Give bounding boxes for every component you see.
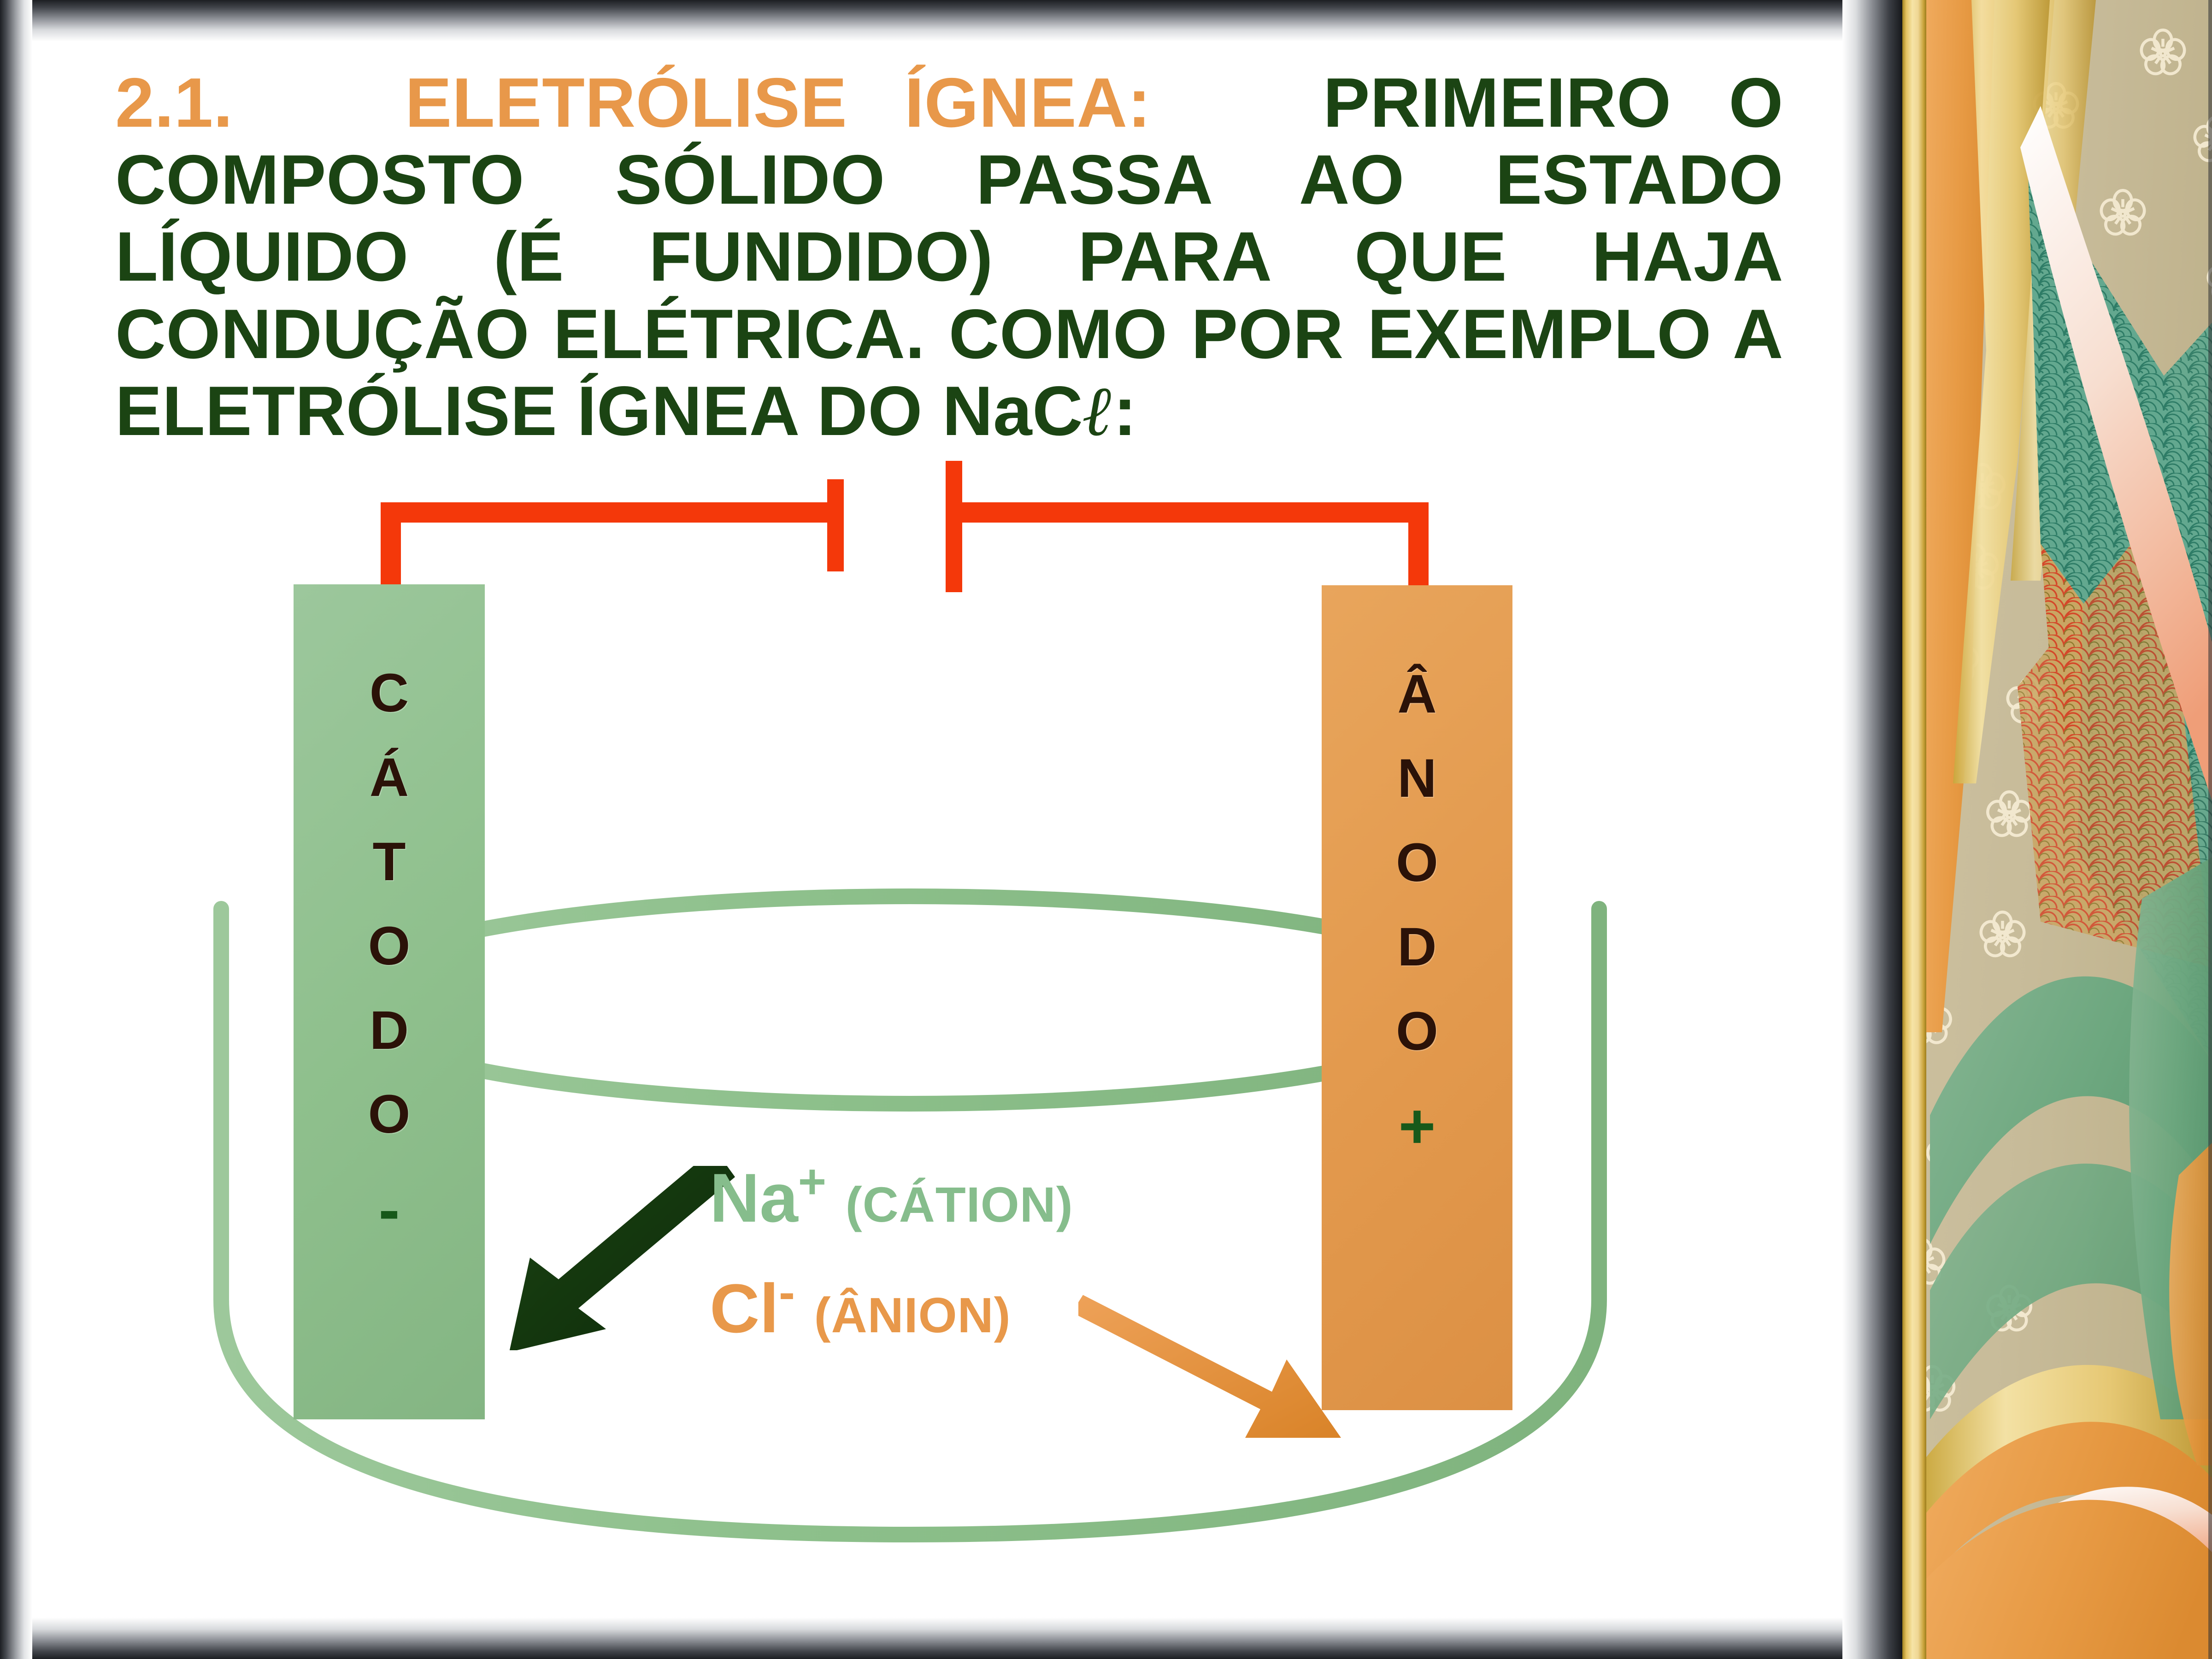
title-keyword: ELETRÓLISE ÍGNEA: bbox=[405, 64, 1151, 142]
cathode-letter: O bbox=[368, 915, 411, 977]
anion-migration-arrow-icon bbox=[1078, 1286, 1346, 1470]
page-title: 2.1. ELETRÓLISE ÍGNEA: PRIMEIRO O COMPOS… bbox=[115, 64, 1783, 450]
battery-positive-plate-icon bbox=[946, 461, 962, 592]
cation-charge: + bbox=[798, 1155, 827, 1209]
decorative-gold-strip bbox=[1902, 0, 1926, 1659]
title-section-number: 2.1. bbox=[115, 64, 233, 142]
title-body: PRIMEIRO O COMPOSTO SÓLIDO PASSA AO ESTA… bbox=[115, 64, 1783, 450]
anion-charge: - bbox=[779, 1265, 795, 1319]
panel-left-shadow bbox=[0, 0, 32, 1659]
anode-letter: D bbox=[1397, 916, 1437, 977]
cation-name: (CÁTION) bbox=[845, 1177, 1073, 1232]
title-body-tail: : bbox=[1113, 371, 1137, 450]
decorative-side-panel bbox=[1902, 0, 2212, 1659]
anode-letter: O bbox=[1396, 832, 1438, 893]
anode-letter: Â bbox=[1397, 664, 1437, 724]
panel-top-shadow bbox=[0, 0, 1902, 41]
anion-formula: Cl bbox=[710, 1270, 779, 1347]
wire-cathode-horizontal bbox=[381, 502, 839, 523]
wire-anode-horizontal bbox=[949, 502, 1429, 523]
cathode-letter: C bbox=[369, 663, 409, 724]
anode-letter: N bbox=[1397, 747, 1437, 809]
panel-bottom-shadow bbox=[0, 1618, 1902, 1659]
anode-letter: O bbox=[1396, 1000, 1438, 1062]
cathode-letter: O bbox=[368, 1084, 411, 1145]
slide-content-panel: 2.1. ELETRÓLISE ÍGNEA: PRIMEIRO O COMPOS… bbox=[0, 0, 1902, 1659]
anode-electrode[interactable]: Â N O D O + bbox=[1322, 585, 1512, 1410]
anode-polarity-sign: + bbox=[1398, 1091, 1436, 1162]
cathode-letter: T bbox=[372, 831, 406, 892]
title-script-l: ℓ bbox=[1083, 372, 1113, 450]
anion-name: (ÂNION) bbox=[814, 1287, 1011, 1343]
cathode-polarity-sign: - bbox=[378, 1174, 400, 1246]
cathode-electrode[interactable]: C Á T O D O - bbox=[294, 584, 485, 1419]
cation-label: Na+ (CÁTION) bbox=[710, 1154, 1073, 1238]
cation-migration-arrow-icon bbox=[484, 1166, 737, 1350]
title-paragraph: 2.1. ELETRÓLISE ÍGNEA: PRIMEIRO O COMPOS… bbox=[115, 64, 1783, 450]
battery-negative-plate-icon bbox=[827, 479, 844, 571]
panel-right-shadow bbox=[1842, 0, 1902, 1659]
cathode-letter: Á bbox=[369, 747, 409, 808]
cation-formula: Na bbox=[710, 1159, 798, 1236]
anion-label: Cl- (ÂNION) bbox=[710, 1265, 1011, 1348]
cathode-letter: D bbox=[369, 1000, 409, 1061]
